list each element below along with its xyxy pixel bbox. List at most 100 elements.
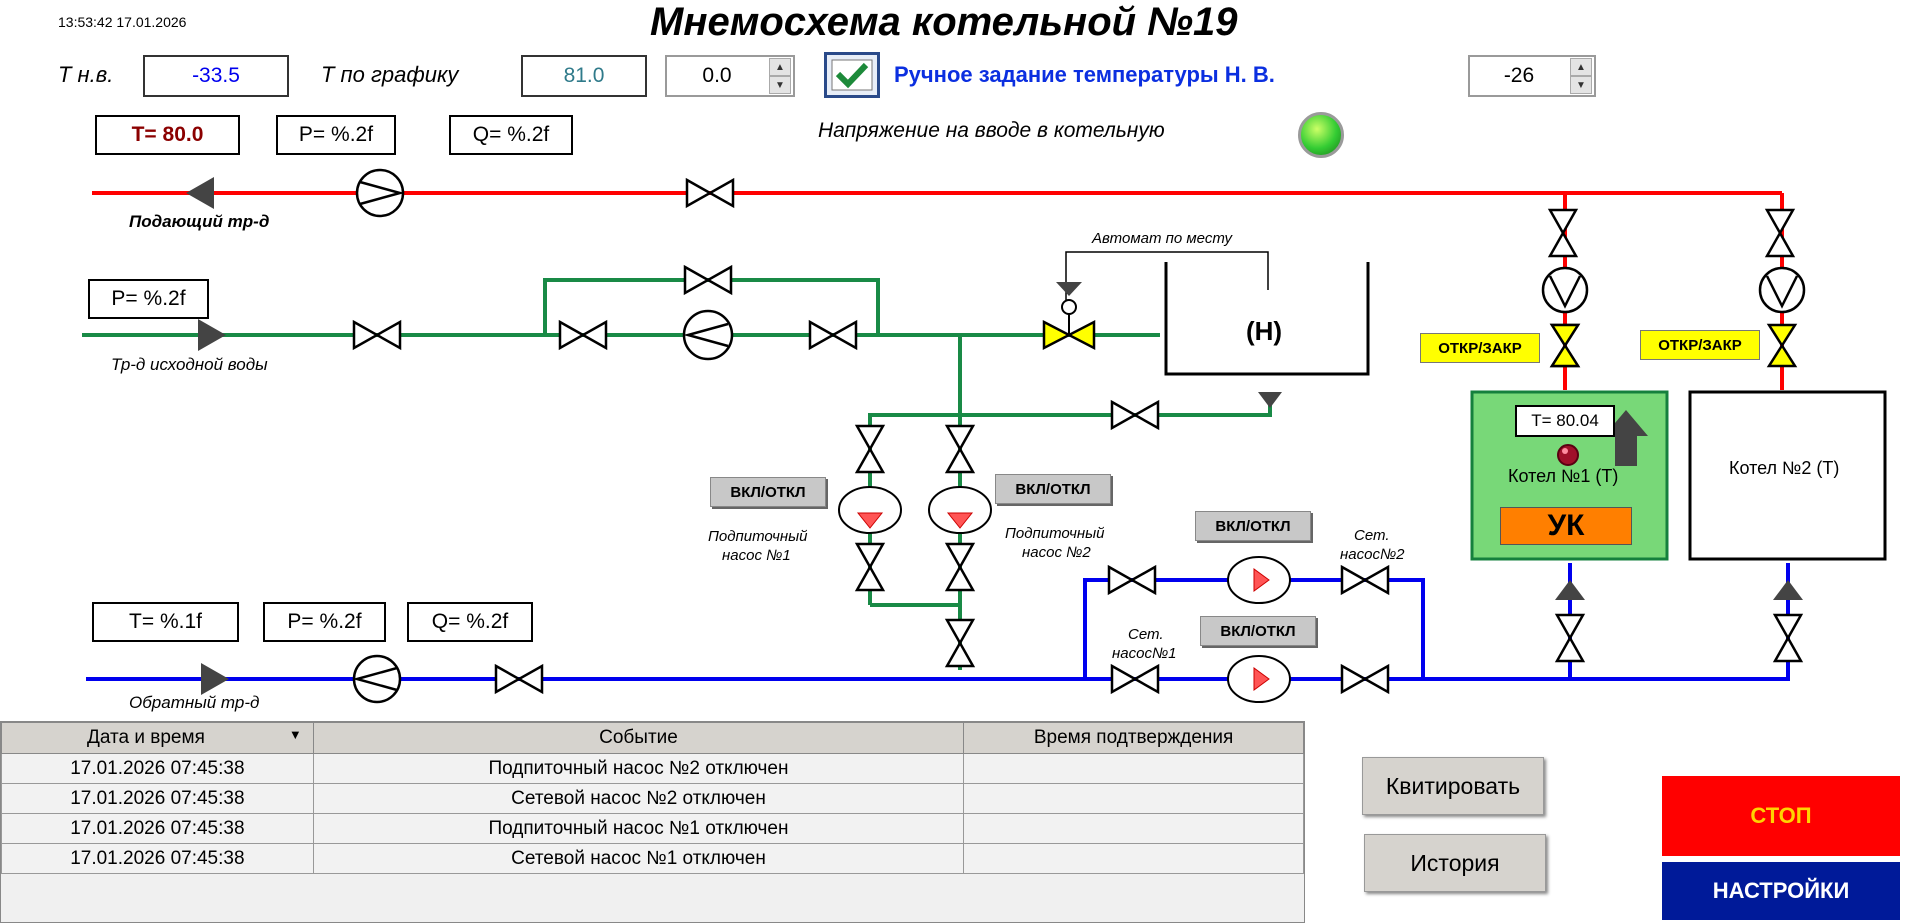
net1-toggle-button[interactable]: ВКЛ/ОТКЛ	[1200, 616, 1316, 646]
column-header-event[interactable]: Событие	[312, 722, 965, 754]
checkmark-icon	[831, 59, 873, 91]
cell-datetime: 17.01.2026 07:45:38	[1, 813, 314, 844]
auto-valve-icon[interactable]	[1042, 251, 1269, 351]
net1-label-1: Сет.	[1128, 626, 1164, 643]
makeup2-label-2: насос №2	[1022, 544, 1091, 561]
makeup-common-valve-icon[interactable]	[945, 618, 975, 668]
cell-datetime: 17.01.2026 07:45:38	[1, 753, 314, 784]
supply-pressure-box: P= %.2f	[276, 115, 396, 155]
stop-button[interactable]: СТОП	[1662, 776, 1900, 856]
manual-temp-spinbox[interactable]: -26 ▲ ▼	[1468, 55, 1596, 97]
page-title: Мнемосхема котельной №19	[650, 0, 1238, 44]
makeup2-valve-top-icon[interactable]	[945, 424, 975, 474]
makeup1-valve-top-icon[interactable]	[855, 424, 885, 474]
source-flow-arrow-icon	[198, 319, 226, 351]
manual-temp-label[interactable]: Ручное задание температуры Н. В.	[894, 62, 1275, 87]
spin-down-icon[interactable]: ▼	[1570, 76, 1592, 94]
source-valve-2-icon[interactable]	[558, 320, 608, 350]
boiler2-name: Котел №2 (T)	[1729, 458, 1840, 478]
boiler2-motor-valve-icon[interactable]	[1766, 323, 1798, 368]
boiler1-outlet-valve-icon[interactable]	[1555, 613, 1585, 663]
cell-ack-time	[963, 813, 1304, 844]
makeup2-valve-bottom-icon[interactable]	[945, 542, 975, 592]
boiler1-inlet-valve-icon[interactable]	[1548, 208, 1578, 258]
acknowledge-button[interactable]: Квитировать	[1362, 757, 1544, 815]
voltage-indicator-icon	[1298, 112, 1344, 158]
makeup2-toggle-button[interactable]: ВКЛ/ОТКЛ	[995, 474, 1111, 504]
column-header-ack-time[interactable]: Время подтверждения	[963, 722, 1304, 754]
boiler2-valve-button[interactable]: ОТКР/ЗАКР	[1640, 330, 1760, 360]
tank-outlet-arrow-icon	[1258, 392, 1282, 408]
boiler1-flowmeter-icon	[1541, 266, 1589, 314]
events-header-row: Дата и время ▼ Событие Время подтвержден…	[1, 722, 1304, 754]
source-valve-3-icon[interactable]	[808, 320, 858, 350]
return-flow-box: Q= %.2f	[407, 602, 533, 642]
makeup1-valve-bottom-icon[interactable]	[855, 542, 885, 592]
table-row[interactable]: 17.01.2026 07:45:38 Подпиточный насос №2…	[1, 753, 1304, 784]
boiler1-up-arrow-icon	[1604, 410, 1648, 466]
cell-event: Сетевой насос №1 отключен	[312, 843, 965, 874]
spin-up-icon[interactable]: ▲	[1570, 58, 1592, 76]
manual-temp-checkbox[interactable]	[824, 52, 880, 98]
table-row[interactable]: 17.01.2026 07:45:38 Сетевой насос №2 отк…	[1, 783, 1304, 814]
history-button[interactable]: История	[1364, 834, 1546, 892]
spin-down-icon[interactable]: ▼	[769, 76, 791, 94]
voltage-label: Напряжение на вводе в котельную	[818, 119, 1165, 142]
net-pump-1-icon[interactable]	[1227, 655, 1291, 703]
boiler1-motor-valve-icon[interactable]	[1549, 323, 1581, 368]
net2-label-1: Сет.	[1354, 527, 1390, 544]
source-pipe-label: Тр-д исходной воды	[111, 355, 268, 374]
table-row[interactable]: 17.01.2026 07:45:38 Подпиточный насос №1…	[1, 813, 1304, 844]
cell-event: Подпиточный насос №1 отключен	[312, 813, 965, 844]
net-pump-2-icon[interactable]	[1227, 556, 1291, 604]
cell-datetime: 17.01.2026 07:45:38	[1, 843, 314, 874]
events-table: Дата и время ▼ Событие Время подтвержден…	[0, 721, 1305, 923]
boiler-2[interactable]	[1688, 390, 1887, 561]
settings-button[interactable]: НАСТРОЙКИ	[1662, 862, 1900, 920]
correction-spinbox[interactable]: 0.0 ▲ ▼	[665, 55, 795, 97]
table-row[interactable]: 17.01.2026 07:45:38 Сетевой насос №1 отк…	[1, 843, 1304, 874]
supply-pump-icon[interactable]	[355, 168, 405, 218]
return-pump-icon[interactable]	[352, 654, 402, 704]
boiler1-uk-button[interactable]: УК	[1500, 507, 1632, 545]
manual-temp-value[interactable]: -26	[1503, 64, 1535, 87]
boiler1-name: Котел №1 (T)	[1508, 466, 1619, 486]
supply-flow-box: Q= %.2f	[449, 115, 573, 155]
net2-valve-in-icon[interactable]	[1107, 565, 1157, 595]
cell-ack-time	[963, 843, 1304, 874]
tank-label: (Н)	[1246, 316, 1283, 346]
net1-valve-out-icon[interactable]	[1340, 664, 1390, 694]
correction-value[interactable]: 0.0	[702, 64, 732, 87]
cell-ack-time	[963, 783, 1304, 814]
net2-valve-out-icon[interactable]	[1340, 565, 1390, 595]
source-pump-icon[interactable]	[682, 309, 734, 361]
makeup2-label-1: Подпиточный	[1005, 525, 1105, 542]
makeup-pump-1-icon[interactable]	[838, 486, 902, 534]
boiler2-outlet-arrow-icon	[1773, 580, 1803, 600]
spin-up-icon[interactable]: ▲	[769, 58, 791, 76]
schedule-temp-label: Т по графику	[321, 62, 459, 87]
net2-label-2: насос№2	[1340, 546, 1405, 563]
return-valve-icon[interactable]	[494, 664, 544, 694]
makeup1-label-2: насос №1	[722, 547, 791, 564]
makeup1-toggle-button[interactable]: ВКЛ/ОТКЛ	[710, 477, 826, 507]
makeup1-label-1: Подпиточный	[708, 528, 808, 545]
supply-valve-icon[interactable]	[685, 178, 735, 208]
boiler1-temp-box: T= 80.04	[1515, 405, 1615, 437]
boiler2-flowmeter-icon	[1758, 266, 1806, 314]
source-valve-1-icon[interactable]	[352, 320, 402, 350]
tank-outlet-valve-icon[interactable]	[1110, 400, 1160, 430]
bypass-valve-icon[interactable]	[683, 265, 733, 295]
boiler2-inlet-valve-icon[interactable]	[1765, 208, 1795, 258]
column-header-datetime[interactable]: Дата и время ▼	[1, 722, 314, 754]
makeup-pump-2-icon[interactable]	[928, 486, 992, 534]
return-pipe-label: Обратный тр-д	[129, 693, 260, 712]
boiler1-valve-button[interactable]: ОТКР/ЗАКР	[1420, 333, 1540, 363]
local-auto-label: Автомат по месту	[1092, 230, 1233, 247]
net1-valve-in-icon[interactable]	[1110, 664, 1160, 694]
boiler2-outlet-valve-icon[interactable]	[1773, 613, 1803, 663]
net2-toggle-button[interactable]: ВКЛ/ОТКЛ	[1195, 511, 1311, 541]
cell-datetime: 17.01.2026 07:45:38	[1, 783, 314, 814]
cell-event: Сетевой насос №2 отключен	[312, 783, 965, 814]
sort-descending-icon[interactable]: ▼	[288, 727, 302, 742]
